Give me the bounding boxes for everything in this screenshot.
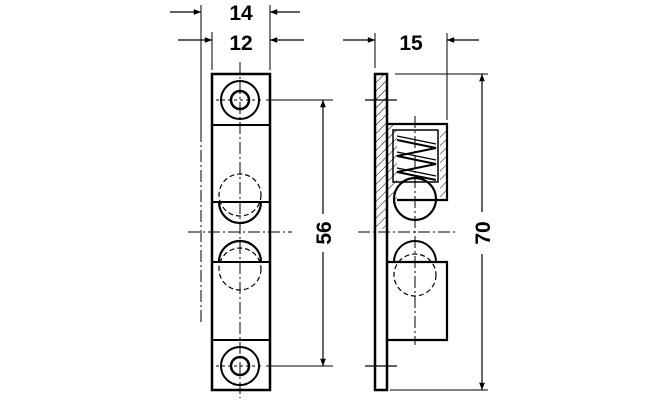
dimension-56: 56 <box>266 99 336 367</box>
dimension-12-label: 12 <box>229 32 252 55</box>
front-view <box>188 62 292 398</box>
spring-back-coils <box>396 135 437 177</box>
housing-outline <box>387 122 449 202</box>
spring-icon <box>396 139 437 181</box>
dimension-70-label: 70 <box>472 221 495 244</box>
lower-catch-outline <box>387 260 449 342</box>
dimension-14-label: 14 <box>229 2 253 25</box>
dimension-15-label: 15 <box>399 32 423 55</box>
front-plate-outline <box>210 72 272 392</box>
side-view <box>358 72 455 392</box>
lower-ball-visible <box>217 239 263 263</box>
dimension-15: 15 <box>343 32 479 120</box>
dimension-14: 14 <box>170 2 300 130</box>
dimension-70: 70 <box>390 73 495 391</box>
dimension-56-label: 56 <box>313 221 336 244</box>
dimension-12: 12 <box>178 32 304 70</box>
